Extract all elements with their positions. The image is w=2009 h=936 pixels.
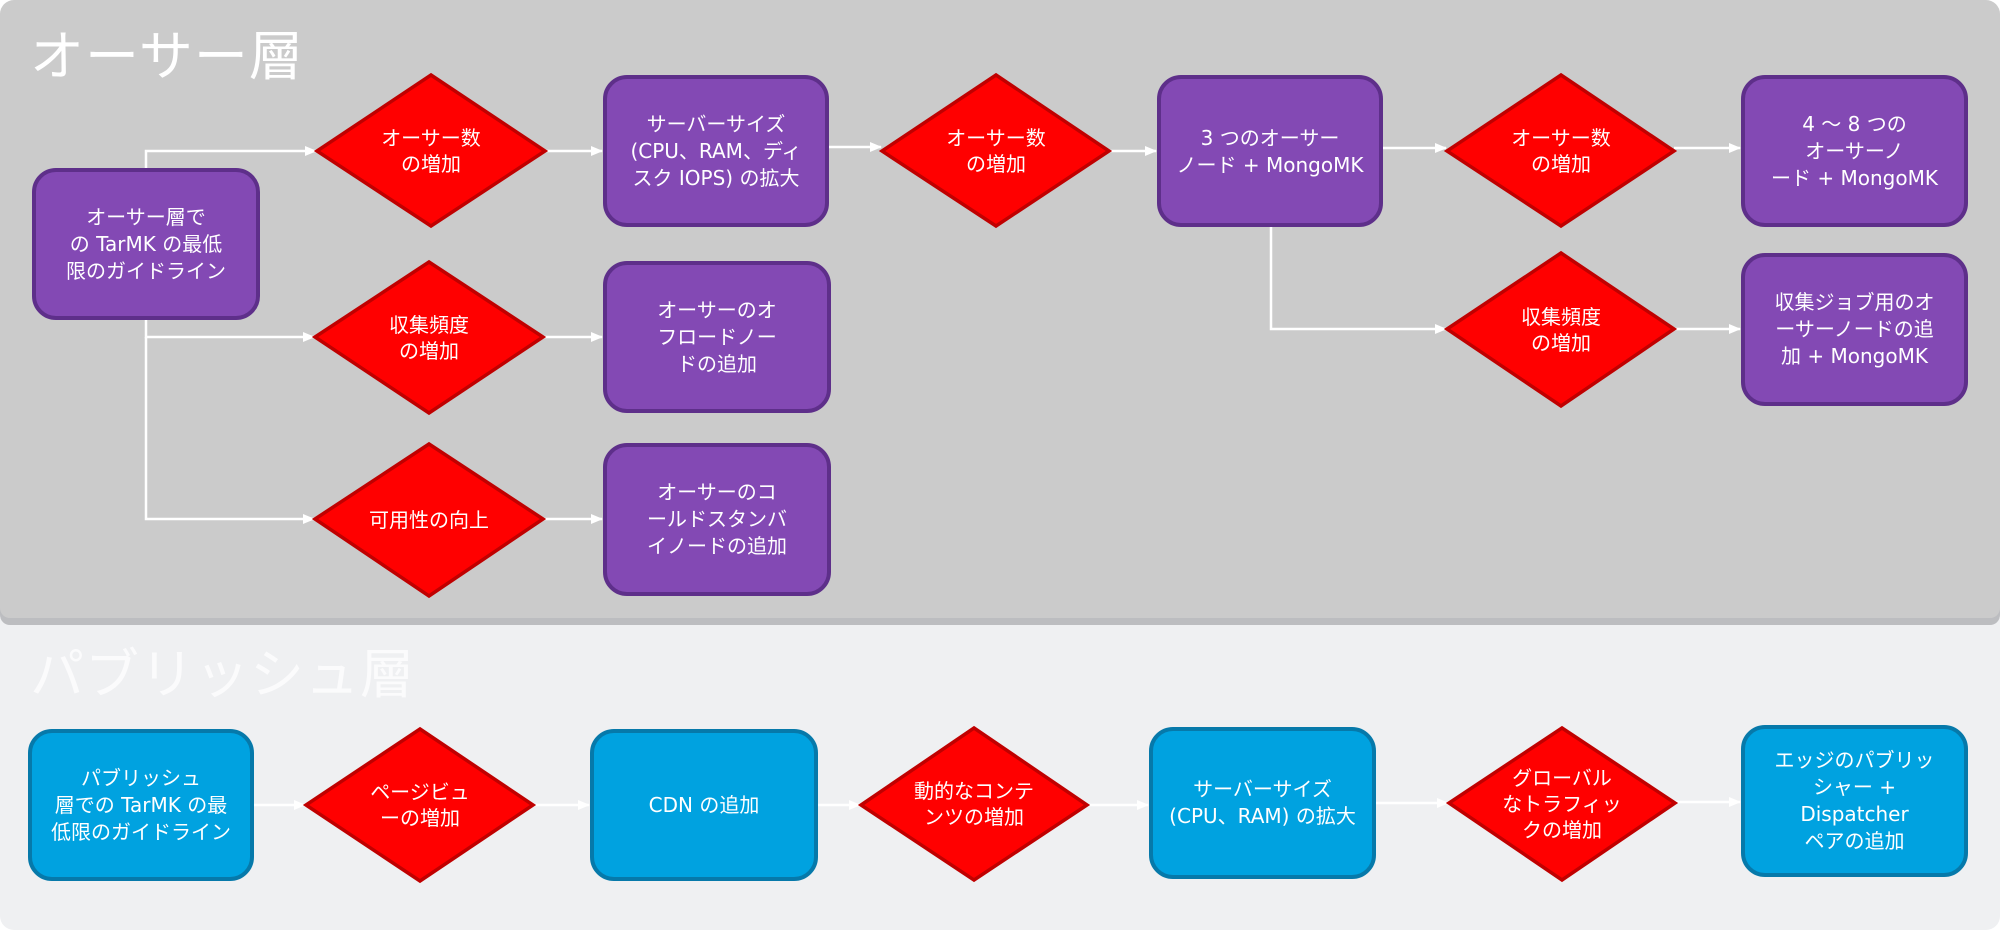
- decision-label-pd3: グローバル なトラフィッ クの増加: [1502, 766, 1622, 842]
- node-label: サーバーサイズ (CPU、RAM、ディ スク IOPS) の拡大: [630, 111, 802, 190]
- node-label: CDN の追加: [648, 792, 760, 817]
- node-label: 収集ジョブ用のオ ーサーノードの追 加 + MongoMK: [1774, 290, 1935, 368]
- node-label: パブリッシュ 層での TarMK の最 低限のガイドライン: [51, 765, 231, 844]
- publish-node-edge-dispatcher: エッジのパブリッ シャー + Dispatcher ペアの追加: [1741, 725, 1968, 877]
- author-node-offload: オーサーのオ フロードノー ドの追加: [603, 261, 831, 413]
- decision-label-d3: オーサー数 の増加: [1511, 125, 1611, 176]
- decision-label-pd2: 動的なコンテ ンツの増加: [914, 779, 1034, 829]
- node-label: オーサー層で の TarMK の最低 限のガイドライン: [66, 204, 226, 283]
- node-label: サーバーサイズ (CPU、RAM) の拡大: [1169, 777, 1356, 828]
- author-node-4-8-authors: 4 〜 8 つの オーサーノ ード + MongoMK: [1741, 75, 1968, 227]
- node-label: 3 つのオーサー ノード + MongoMK: [1176, 126, 1364, 177]
- publish-node-tarmk-guidelines: パブリッシュ 層での TarMK の最 低限のガイドライン: [28, 729, 254, 881]
- decision-label-d6: 収集頻度 の増加: [1521, 304, 1601, 355]
- decision-label-d5: 可用性の向上: [369, 508, 489, 532]
- node-label: オーサーのオ フロードノー ドの追加: [657, 297, 777, 376]
- author-node-three-authors: 3 つのオーサー ノード + MongoMK: [1157, 75, 1383, 227]
- decision-label-pd1: ページビュ ーの増加: [370, 780, 470, 830]
- decision-label-d1: オーサー数 の増加: [381, 125, 481, 176]
- decision-label-d2: オーサー数 の増加: [946, 125, 1046, 176]
- publish-tier-title: パブリッシュ層: [30, 643, 415, 706]
- author-node-tarmk-guidelines: オーサー層で の TarMK の最低 限のガイドライン: [32, 168, 260, 320]
- node-label: オーサーのコ ールドスタンバ イノードの追加: [647, 480, 787, 558]
- publish-node-add-cdn: CDN の追加: [590, 729, 818, 881]
- author-node-ingestion-author: 収集ジョブ用のオ ーサーノードの追 加 + MongoMK: [1741, 253, 1968, 406]
- author-tier-title: オーサー層: [30, 25, 304, 88]
- decision-label-d4: 収集頻度 の増加: [389, 312, 469, 363]
- publish-node-scale-server: サーバーサイズ (CPU、RAM) の拡大: [1149, 727, 1376, 879]
- node-label: 4 〜 8 つの オーサーノ ード + MongoMK: [1771, 111, 1938, 190]
- author-node-scale-server: サーバーサイズ (CPU、RAM、ディ スク IOPS) の拡大: [603, 75, 829, 227]
- node-label: エッジのパブリッ シャー + Dispatcher ペアの追加: [1774, 748, 1935, 853]
- author-node-cold-standby: オーサーのコ ールドスタンバ イノードの追加: [603, 443, 831, 596]
